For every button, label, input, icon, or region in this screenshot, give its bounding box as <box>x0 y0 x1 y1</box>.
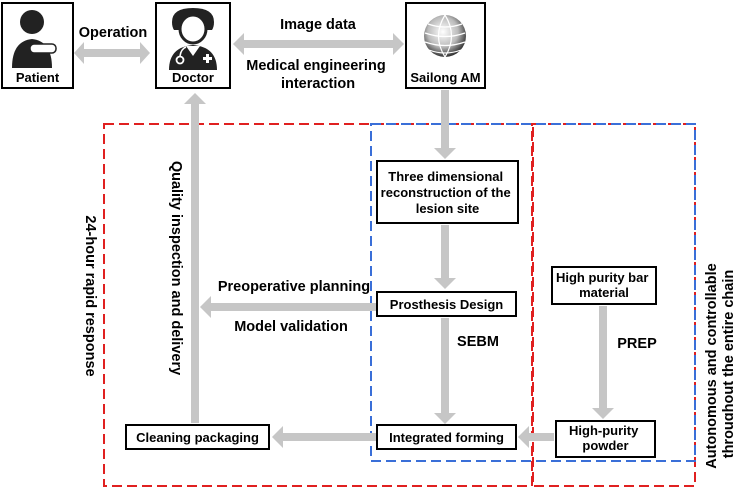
powder-line-1: High-purity <box>569 423 639 438</box>
model-validation-label: Model validation <box>234 319 348 335</box>
quality-up-arrow <box>184 93 206 423</box>
patient-person-icon <box>12 10 57 68</box>
cleaning-packaging-label: Cleaning packaging <box>136 430 259 445</box>
reconstruction-box <box>376 160 519 224</box>
operation-arrow <box>74 42 150 64</box>
sebm-label: SEBM <box>457 334 499 350</box>
prosthesis-design-box <box>376 291 517 317</box>
design-to-forming-arrow <box>434 318 456 424</box>
reconstruction-label-line-3: lesion site <box>416 201 480 216</box>
prep-label: PREP <box>617 336 657 352</box>
cleaning-packaging-box <box>125 424 270 450</box>
bar-material-box <box>551 266 657 305</box>
reconstruction-to-design-arrow <box>434 225 456 289</box>
doctor-icon <box>169 8 217 70</box>
powder-box <box>555 420 656 458</box>
doctor-label: Doctor <box>172 70 214 85</box>
quality-label: Quality inspection and delivery <box>168 161 184 375</box>
autonomous-line-1: Autonomous and controllable <box>704 263 720 468</box>
patient-label: Patient <box>16 70 60 85</box>
reconstruction-label-line-2: reconstruction of the <box>381 185 511 200</box>
reconstruction-label-line-1: Three dimensional <box>388 169 503 184</box>
powder-line-2: powder <box>582 438 628 453</box>
bar-material-line-1: High purity bar <box>556 270 648 285</box>
powder-to-forming-arrow <box>518 426 554 448</box>
rapid-response-region <box>103 123 533 487</box>
rapid-response-label: 24-hour rapid response <box>82 215 98 376</box>
reconstruction-label: Three dimensional reconstruction of the … <box>381 169 515 216</box>
interaction-label: Medical engineering interaction <box>246 58 389 92</box>
design-to-quality-arrow <box>200 296 377 318</box>
autonomous-line-2: throughout the entire chain <box>721 270 733 459</box>
integrated-forming-box <box>376 424 517 450</box>
bar-to-powder-arrow <box>592 306 614 419</box>
preoperative-label: Preoperative planning <box>218 279 370 295</box>
image-data-arrow <box>233 33 404 55</box>
integrated-forming-label: Integrated forming <box>389 430 504 445</box>
sailong-globe-logo <box>424 14 466 58</box>
bar-material-label: High purity bar material <box>556 270 652 300</box>
sailong-to-reconstruction-arrow <box>434 90 456 159</box>
powder-label: High-purity powder <box>569 423 642 453</box>
bar-material-line-2: material <box>579 285 629 300</box>
image-data-label: Image data <box>280 17 357 33</box>
forming-to-cleaning-arrow <box>272 426 377 448</box>
interaction-line-1: Medical engineering <box>246 58 385 74</box>
sailong-label: Sailong AM <box>410 70 480 85</box>
interaction-line-2: interaction <box>281 76 355 92</box>
operation-label: Operation <box>79 25 147 41</box>
autonomous-label: Autonomous and controllable throughout t… <box>704 259 733 468</box>
prosthesis-design-label: Prosthesis Design <box>390 297 503 312</box>
